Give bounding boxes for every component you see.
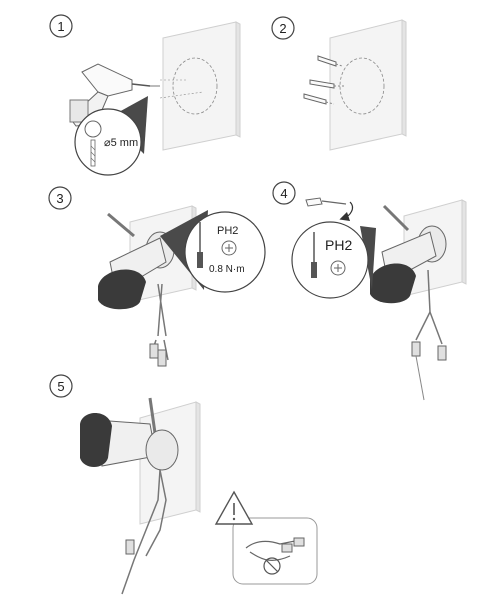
step-3-tool: PH2 (217, 225, 238, 237)
anchor-icon (303, 55, 346, 105)
step-2-badge (271, 16, 295, 40)
step-4-tool: PH2 (325, 237, 352, 253)
step-1-badge (49, 14, 73, 38)
step-1-wall (159, 21, 241, 151)
step-2: 2 (271, 16, 407, 151)
step-1: 1 ⌀5 mm (49, 14, 241, 176)
step-4-callout: PH2 (291, 221, 376, 299)
step-5-number: 5 (57, 379, 64, 394)
warning-panel (214, 490, 318, 585)
step-1-drill-size: ⌀5 mm (104, 137, 138, 149)
cable-connector-icon (245, 537, 305, 561)
screwdriver-icon (197, 222, 203, 268)
step-3: 3 PH2 0.8 N·m (48, 186, 266, 367)
step-4: 4 PH2 (272, 181, 467, 401)
step-4-camera-icon (370, 204, 447, 401)
step-2-number: 2 (279, 21, 286, 36)
step-3-callout: PH2 0.8 N·m (160, 210, 266, 293)
step-4-badge (272, 181, 296, 205)
step-3-number: 3 (56, 191, 63, 206)
step-1-number: 1 (57, 19, 64, 34)
prohibited-icon (263, 557, 281, 575)
step-4-screwdriver-icon (305, 197, 354, 222)
drill-bit-icon (90, 139, 96, 167)
step-2-wall (329, 19, 407, 151)
camera-icon (98, 212, 175, 367)
step-5: 5 (49, 374, 318, 595)
step-3-torque: 0.8 N·m (209, 264, 245, 275)
step-1-callout: ⌀5 mm (74, 96, 148, 176)
step-3-badge (48, 186, 72, 210)
step-4-number: 4 (280, 186, 287, 201)
screwdriver-icon (311, 232, 317, 278)
step-5-camera-icon (80, 397, 179, 595)
step-5-badge (49, 374, 73, 398)
warning-triangle-icon (214, 490, 254, 525)
